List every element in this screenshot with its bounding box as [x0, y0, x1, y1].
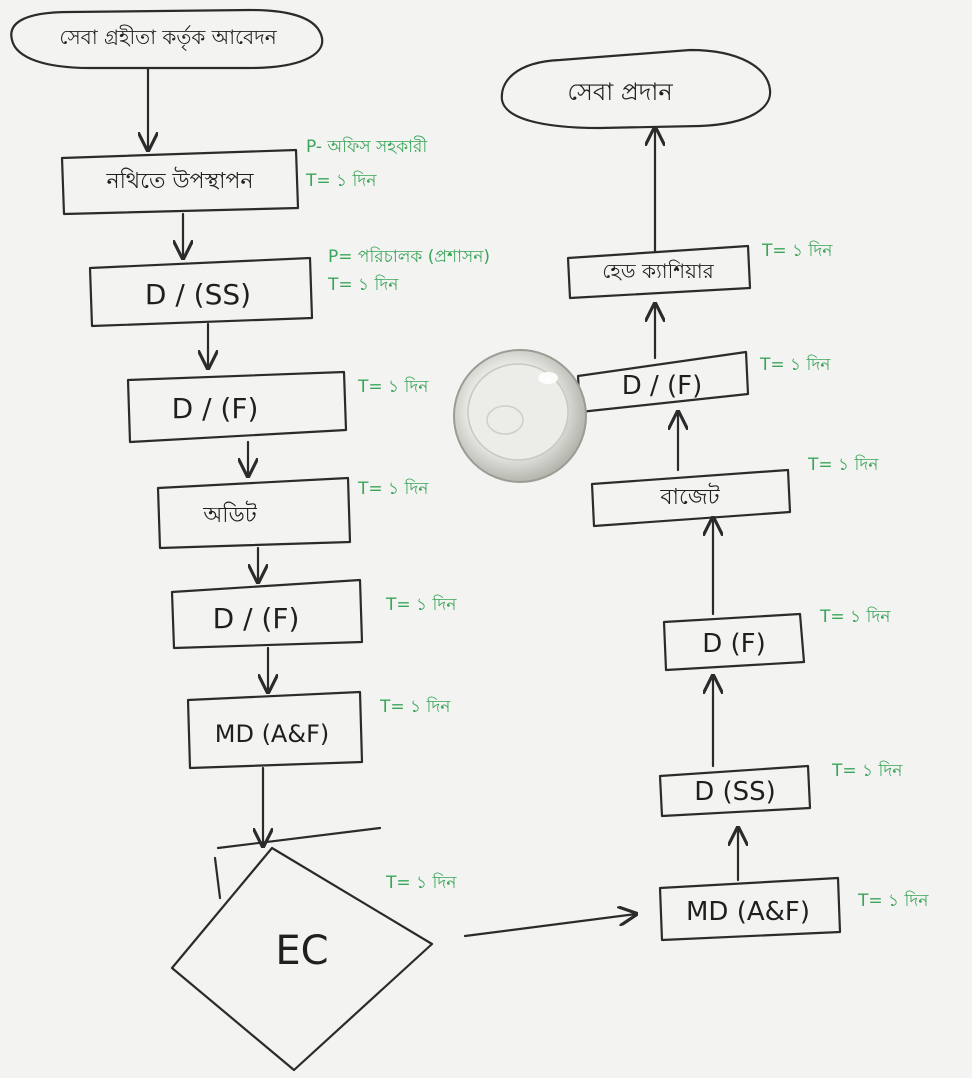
right-step-1-label: MD (A&F) [686, 897, 810, 927]
step-4-label: অডিট [202, 501, 258, 528]
step-6-box: MD (A&F) [186, 690, 364, 770]
arrow-decision-to-right [463, 914, 636, 938]
step-3-label: D / (F) [172, 392, 259, 425]
end-label: সেবা প্রদান [567, 78, 673, 106]
right-step-6-box: হেড ক্যাশিয়ার [566, 244, 752, 300]
right-step-1-box: MD (A&F) [658, 876, 842, 942]
note-2-person: P= পরিচালক (প্রশাসন) [328, 246, 490, 267]
note-1-time: T= ১ দিন [305, 170, 377, 191]
step-6-label: MD (A&F) [215, 720, 329, 748]
decision-label: EC [275, 928, 328, 974]
note-5-time: T= ১ দিন [385, 594, 457, 615]
right-step-3-label: D (F) [702, 629, 766, 659]
note-r3-time: T= ১ দিন [819, 606, 891, 627]
step-4-box: অডিট [156, 476, 352, 550]
note-4-time: T= ১ দিন [357, 478, 429, 499]
end-node: সেবা প্রদান [500, 48, 772, 130]
note-r5-time: T= ১ দিন [759, 354, 831, 375]
note-2-time: T= ১ দিন [327, 274, 399, 295]
right-step-4-label: বাজেট [659, 483, 720, 510]
right-step-6-label: হেড ক্যাশিয়ার [602, 259, 714, 283]
step-5-box: D / (F) [170, 578, 364, 650]
note-r1-time: T= ১ দিন [857, 890, 929, 911]
step-2-label: D / (SS) [145, 278, 251, 311]
note-r2-time: T= ১ দিন [831, 760, 903, 781]
note-6-time: T= ১ দিন [379, 696, 451, 717]
right-step-5-label: D / (F) [622, 371, 703, 401]
note-r4-time: T= ১ দিন [807, 454, 879, 475]
right-step-3-box: D (F) [662, 612, 806, 672]
start-label: সেবা গ্রহীতা কর্তৃক আবেদন [59, 25, 277, 50]
note-r6-time: T= ১ দিন [761, 240, 833, 261]
step-3-box: D / (F) [126, 370, 348, 444]
step-2-box: D / (SS) [88, 256, 314, 328]
note-3-time: T= ১ দিন [357, 376, 429, 397]
note-7-time: T= ১ দিন [385, 872, 457, 893]
step-1-box: নথিতে উপস্থাপন [60, 148, 300, 216]
right-step-4-box: বাজেট [590, 468, 792, 528]
step-5-label: D / (F) [213, 602, 300, 635]
step-1-label: নথিতে উপস্থাপন [105, 167, 254, 194]
decision-node: EC [170, 826, 434, 1072]
note-1-person: P- অফিস সহকারী [306, 136, 428, 157]
glass-paperweight [453, 349, 587, 483]
right-step-2-label: D (SS) [694, 777, 776, 807]
start-node: সেবা গ্রহীতা কর্তৃক আবেদন [10, 8, 324, 70]
right-step-5-box: D / (F) [576, 350, 750, 414]
right-step-2-box: D (SS) [658, 764, 812, 818]
